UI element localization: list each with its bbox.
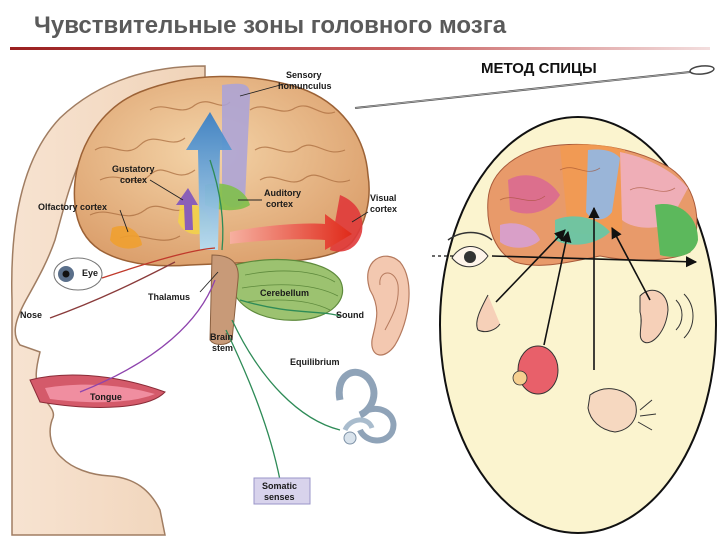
nerve-pathways (49, 159, 341, 481)
oval-ear-icon (639, 289, 694, 344)
brain-stem (209, 254, 239, 345)
label-thalamus: Thalamus (148, 292, 190, 302)
sensory-pathway-arrow (186, 112, 232, 250)
label-brain-stem-line2: stem (212, 343, 233, 353)
label-equilibrium: Equilibrium (290, 357, 340, 367)
label-nose: Nose (20, 310, 42, 320)
label-olfactory: Olfactory cortex (38, 202, 107, 212)
label-brain-stem-line1: Brain (210, 332, 233, 342)
oval-eye-icon (447, 231, 493, 268)
oval-arrows (491, 206, 698, 370)
label-gustatory-line2: cortex (120, 175, 147, 185)
label-leaders (119, 83, 369, 293)
visual-pathway-arrow (230, 214, 352, 250)
cerebellum-folds (241, 270, 339, 311)
label-visual-line2: cortex (370, 204, 397, 214)
label-sound: Sound (336, 310, 364, 320)
sensory-cortex-band (222, 83, 250, 208)
brain (73, 75, 370, 267)
title-divider (10, 47, 710, 50)
label-somatic-line2: senses (264, 492, 295, 502)
oval-nose-icon (476, 294, 501, 333)
label-visual-line1: Visual (370, 193, 396, 203)
label-tongue: Tongue (90, 392, 122, 402)
eye-icon (53, 257, 103, 291)
oval-mouth-icon (512, 345, 559, 395)
brain-gyri (89, 101, 351, 241)
gustatory-pathway-arrow (176, 188, 198, 230)
somatic-senses-box (253, 477, 311, 505)
label-eye: Eye (82, 268, 98, 278)
needle (354, 65, 715, 109)
method-caption: МЕТОД СПИЦЫ (481, 60, 597, 77)
label-cerebellum: Cerebellum (260, 288, 309, 298)
olfactory-cortex-area (110, 225, 142, 249)
label-auditory-line1: Auditory (264, 188, 301, 198)
label-gustatory-line1: Gustatory (112, 164, 155, 174)
ear-icon (367, 255, 410, 356)
oval-hand-icon (587, 388, 657, 433)
tongue-shape (45, 384, 155, 403)
slide-title: Чувствительные зоны головного мозга (34, 12, 507, 39)
label-somatic-line1: Somatic (262, 481, 297, 491)
inner-ear-icon (335, 368, 397, 445)
label-auditory-line2: cortex (266, 199, 293, 209)
label-sensory-line2: homunculus (278, 81, 332, 91)
label-sensory-line1: Sensory (286, 70, 322, 80)
oval-brain (487, 143, 698, 266)
head-profile (11, 65, 206, 536)
